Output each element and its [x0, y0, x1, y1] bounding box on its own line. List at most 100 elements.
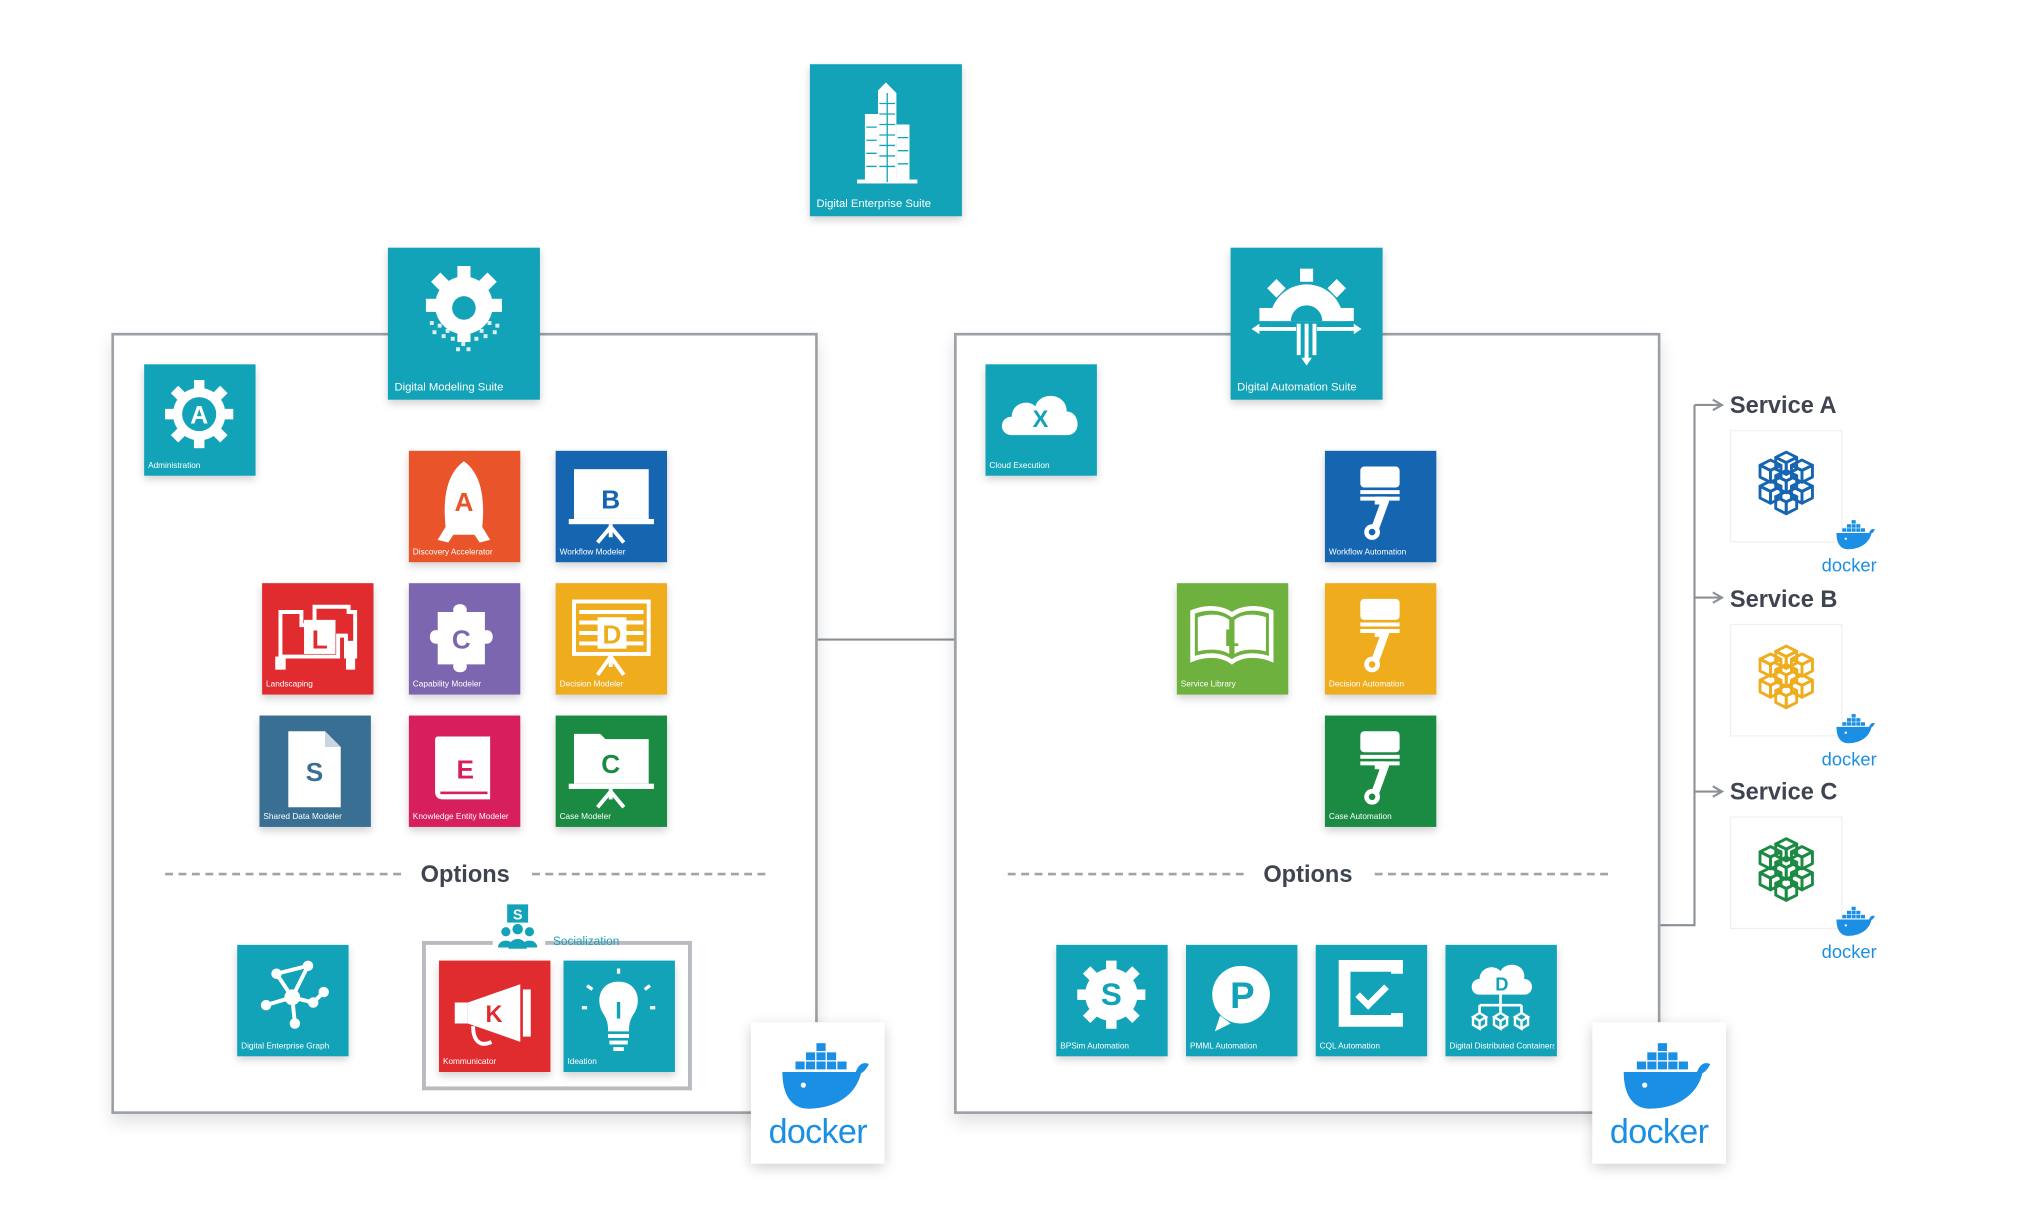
administration-label: Administration	[148, 461, 201, 471]
landscaping-letter: L	[312, 625, 328, 655]
cloud-network-icon: D	[1470, 964, 1532, 1031]
digital-modeling-suite-tile[interactable]: Digital Modeling Suite	[387, 247, 540, 400]
socialization-badge-letter: S	[513, 907, 523, 923]
landscape-icon: L	[275, 604, 358, 670]
kommunicator-label: Kommunicator	[442, 1057, 497, 1067]
digital-distributed-containers-letter: D	[1495, 974, 1508, 995]
admin-gear-icon: A	[165, 380, 234, 449]
cql-automation-label: CQL Automation	[1319, 1041, 1380, 1052]
digital-enterprise-graph-tile[interactable]: Digital Enterprise Graph	[237, 944, 349, 1057]
service-library-letter: L	[1225, 625, 1239, 651]
modeling-docker-card: docker	[750, 1022, 885, 1164]
landscaping-label: Landscaping	[266, 680, 313, 690]
shared-data-modeler-letter: S	[306, 757, 323, 787]
ideation-tile[interactable]: I Ideation	[563, 960, 675, 1072]
workflow-modeler-tile[interactable]: B Workflow Modeler	[555, 450, 668, 563]
rocket-icon: A	[437, 461, 491, 543]
gear-s-icon: S	[1077, 960, 1146, 1029]
bpsim-automation-tile[interactable]: S BPSim Automation	[1056, 944, 1168, 1057]
open-book-icon: L	[1190, 606, 1274, 665]
decision-modeler-letter: D	[603, 619, 622, 649]
cloud-execution-letter: X	[1033, 406, 1049, 432]
pmml-automation-tile[interactable]: P PMML Automation	[1186, 944, 1298, 1057]
decision-modeler-label: Decision Modeler	[559, 680, 624, 690]
knowledge-entity-modeler-tile[interactable]: E Knowledge Entity Modeler	[408, 715, 521, 827]
knowledge-entity-modeler-label: Knowledge Entity Modeler	[412, 812, 509, 822]
book-icon: E	[435, 736, 491, 800]
piston-icon	[1325, 716, 1436, 827]
case-automation-tile[interactable]: Case Automation	[1324, 715, 1437, 827]
knowledge-entity-modeler-letter: E	[456, 754, 473, 784]
service-c-docker-label: docker	[1821, 940, 1877, 962]
decision-automation-tile[interactable]: Decision Automation	[1324, 583, 1437, 695]
cql-automation-tile[interactable]: CQL Automation	[1315, 944, 1428, 1057]
service-b-docker-whale-icon	[1836, 714, 1875, 744]
docker-whale-icon	[1623, 1043, 1711, 1109]
cloud-execution-tile[interactable]: X Cloud Execution	[985, 364, 1097, 476]
service-b-title: Service B	[1729, 585, 1838, 613]
discovery-accelerator-letter: A	[454, 487, 473, 517]
presentation-board-icon: B	[568, 469, 654, 544]
service-library-label: Service Library	[1180, 680, 1236, 690]
folder-board-icon: C	[568, 733, 654, 809]
automation-docker-card: docker	[1592, 1022, 1726, 1164]
service-a-title: Service A	[1729, 391, 1837, 419]
cloud-execution-label: Cloud Execution	[989, 461, 1050, 471]
service-a-docker-label: docker	[1821, 554, 1877, 576]
piston-icon	[1325, 583, 1436, 694]
bpsim-automation-label: BPSim Automation	[1060, 1041, 1130, 1052]
decision-board-icon: D	[572, 599, 651, 677]
puzzle-icon: C	[429, 604, 493, 673]
shared-data-modeler-label: Shared Data Modeler	[263, 812, 342, 822]
service-a-docker-whale-icon	[1836, 520, 1875, 550]
check-c-icon	[1338, 959, 1403, 1027]
svg-text:A: A	[190, 401, 208, 429]
building-icon	[857, 82, 918, 184]
decision-automation-label: Decision Automation	[1328, 680, 1405, 690]
shared-data-modeler-tile[interactable]: S Shared Data Modeler	[259, 715, 371, 827]
workflow-automation-label: Workflow Automation	[1328, 547, 1407, 557]
megaphone-icon: K	[454, 984, 531, 1046]
service-library-tile[interactable]: L Service Library	[1176, 583, 1289, 695]
discovery-accelerator-tile[interactable]: A Discovery Accelerator	[408, 450, 521, 563]
service-b-docker-label: docker	[1821, 748, 1877, 770]
kommunicator-letter: K	[486, 1001, 503, 1027]
docker-whale-icon	[782, 1043, 869, 1109]
gear-icon	[425, 266, 502, 352]
digital-enterprise-suite-tile[interactable]: Digital Enterprise Suite	[809, 64, 962, 217]
automation-options-label: Options	[1263, 861, 1353, 888]
digital-automation-suite-label: Digital Automation Suite	[1237, 380, 1357, 394]
cube-cluster-icon	[1758, 837, 1814, 902]
workflow-automation-tile[interactable]: Workflow Automation	[1324, 450, 1437, 563]
socialization-group	[421, 940, 692, 1091]
service-c-card[interactable]	[1729, 816, 1843, 930]
kommunicator-tile[interactable]: K Kommunicator	[439, 960, 551, 1072]
digital-enterprise-suite-label: Digital Enterprise Suite	[816, 196, 932, 210]
capability-modeler-label: Capability Modeler	[412, 680, 482, 690]
capability-modeler-tile[interactable]: C Capability Modeler	[408, 583, 521, 695]
digital-distributed-containers-tile[interactable]: D Digital Distributed Containers	[1445, 944, 1557, 1057]
ideation-letter: I	[615, 997, 622, 1023]
automation-gear-icon	[1251, 268, 1362, 366]
automation-docker-label: docker	[1609, 1111, 1709, 1151]
service-c-docker-whale-icon	[1836, 906, 1875, 936]
lightbulb-icon: I	[581, 968, 656, 1052]
administration-tile[interactable]: A Administration	[144, 364, 256, 476]
socialization-label: Socialization	[553, 934, 620, 948]
socialization-badge: S	[492, 904, 546, 955]
piston-icon	[1325, 451, 1436, 562]
digital-modeling-suite-label: Digital Modeling Suite	[394, 380, 504, 394]
digital-automation-suite-tile[interactable]: Digital Automation Suite	[1230, 247, 1383, 400]
landscaping-tile[interactable]: L Landscaping	[262, 583, 374, 695]
cube-cluster-icon	[1758, 644, 1814, 710]
case-modeler-tile[interactable]: C Case Modeler	[555, 715, 668, 827]
pmml-automation-label: PMML Automation	[1189, 1041, 1258, 1052]
service-b-card[interactable]	[1729, 623, 1843, 737]
digital-distributed-containers-label: Digital Distributed Containers	[1449, 1041, 1555, 1052]
decision-modeler-tile[interactable]: D Decision Modeler	[555, 583, 668, 695]
team-icon: S	[497, 904, 538, 949]
ideation-label: Ideation	[567, 1057, 597, 1067]
capability-modeler-letter: C	[452, 625, 471, 655]
service-a-card[interactable]	[1729, 429, 1843, 543]
modeling-options-divider: Options	[165, 861, 766, 887]
